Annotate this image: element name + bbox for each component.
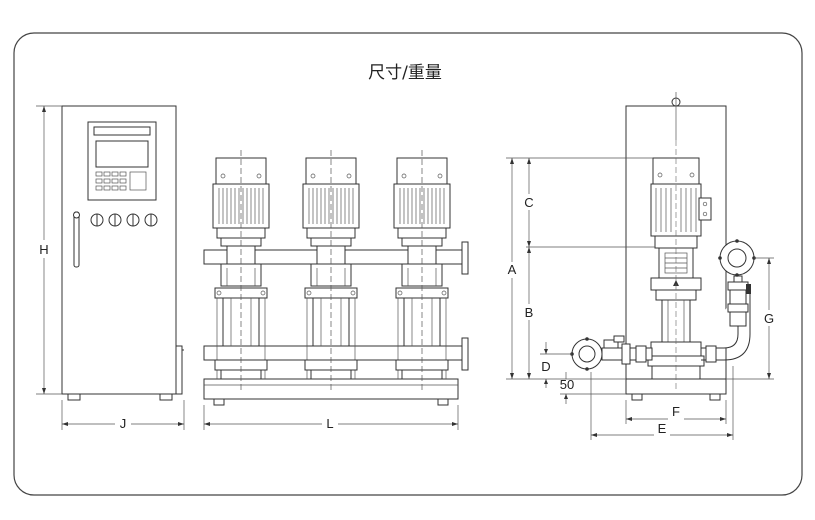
controller-screen — [95, 140, 149, 168]
label-L: L — [326, 416, 333, 431]
dimension-50: 50 — [560, 372, 626, 404]
dimension-D: D — [540, 342, 572, 388]
label-H: H — [39, 242, 48, 257]
label-C: C — [524, 195, 533, 210]
vertical-pump — [393, 150, 451, 392]
dimension-C: C — [524, 158, 655, 248]
label-J: J — [120, 416, 127, 431]
label-F: F — [672, 404, 680, 419]
label-G: G — [764, 311, 774, 326]
dimension-B: B — [525, 247, 534, 379]
vertical-pump — [302, 150, 360, 392]
pump-side-view — [570, 92, 756, 401]
dimension-J: J — [61, 400, 185, 431]
dimension-E: E — [590, 366, 734, 440]
dimension-H: H — [36, 105, 62, 395]
label-E: E — [658, 421, 667, 436]
suction-header — [203, 345, 463, 361]
label-B: B — [525, 305, 534, 320]
keypad — [95, 171, 147, 191]
diagram-title: 尺寸/重量 — [368, 63, 442, 83]
knob-row — [90, 213, 158, 227]
label-D: D — [541, 359, 550, 374]
cabinet-handle — [73, 211, 80, 268]
vertical-pump — [212, 150, 270, 392]
dimension-G: G — [726, 257, 774, 380]
control-cabinet — [61, 105, 184, 401]
dimension-F: F — [625, 400, 727, 424]
label-50: 50 — [560, 377, 574, 392]
dimension-L: L — [203, 405, 459, 431]
label-A: A — [508, 262, 517, 277]
